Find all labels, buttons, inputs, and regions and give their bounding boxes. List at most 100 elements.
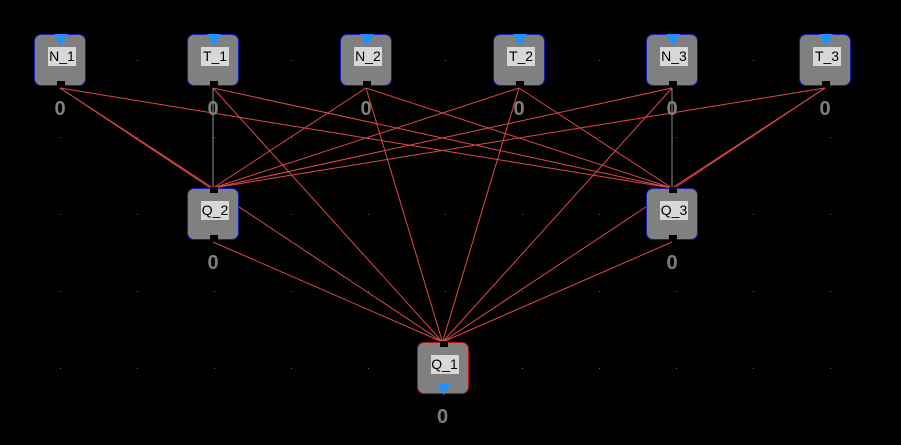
node-q-1[interactable]: Q_1 (416, 341, 469, 395)
marker-triangle-icon (436, 383, 451, 395)
node-q-3[interactable]: Q_3 (646, 187, 698, 241)
grid-dot (676, 368, 677, 369)
port[interactable] (439, 341, 448, 347)
node-n-1[interactable]: N_1 (34, 34, 86, 87)
edge-t_2-q_2[interactable] (212, 87, 520, 189)
node-n-2[interactable]: N_2 (340, 34, 392, 87)
marker-triangle-icon (819, 34, 833, 46)
edge-t_1-q_1[interactable] (212, 87, 443, 343)
grid-dot (214, 137, 215, 138)
marker-triangle-icon (360, 34, 374, 46)
port[interactable] (57, 81, 65, 87)
node-label: T_1 (201, 47, 229, 66)
edge-t_2-q_3[interactable] (518, 87, 673, 189)
marker-triangle-icon (54, 34, 68, 46)
node-label: N_1 (48, 47, 76, 66)
grid-dot (137, 368, 138, 369)
grid-dot (60, 214, 61, 215)
grid-dot (368, 291, 369, 292)
edge-t_3-q_1[interactable] (442, 87, 826, 343)
edge-n_2-q_2[interactable] (212, 87, 367, 189)
grid-dot (676, 137, 677, 138)
node-label: Q_3 (660, 201, 688, 220)
grid-dot (60, 291, 61, 292)
node-label: T_3 (813, 47, 841, 66)
marker-triangle-icon (513, 34, 527, 46)
grid-dot (60, 137, 61, 138)
grid-dot (137, 291, 138, 292)
grid-dot (291, 60, 292, 61)
grid-dot (830, 137, 831, 138)
port[interactable] (363, 81, 371, 87)
port[interactable] (210, 81, 218, 87)
port[interactable] (516, 81, 524, 87)
node-value: 0 (360, 98, 372, 120)
grid-dot (753, 291, 754, 292)
port[interactable] (669, 235, 677, 241)
node-label: Q_2 (201, 201, 229, 220)
edge-q_3-q_1[interactable] (442, 241, 673, 343)
node-t-3[interactable]: T_3 (799, 34, 851, 87)
node-value: 0 (513, 98, 525, 120)
grid-dot (214, 368, 215, 369)
grid-dot (291, 214, 292, 215)
grid-dot (599, 291, 600, 292)
edge-n_1-q_1[interactable] (59, 87, 443, 343)
grid-dot (60, 368, 61, 369)
node-value: 0 (436, 406, 449, 428)
marker-triangle-icon (666, 34, 680, 46)
grid-dot (599, 137, 600, 138)
grid-dot (522, 291, 523, 292)
node-label: T_2 (507, 47, 535, 66)
grid-dot (830, 214, 831, 215)
node-t-1[interactable]: T_1 (187, 34, 239, 87)
node-label: N_2 (354, 47, 382, 66)
grid-dot (599, 368, 600, 369)
port[interactable] (669, 81, 677, 87)
edge-t_3-q_2[interactable] (212, 87, 826, 189)
grid-dot (368, 214, 369, 215)
grid-dot (830, 291, 831, 292)
grid-dot (445, 291, 446, 292)
port[interactable] (210, 187, 218, 193)
grid-dot (137, 137, 138, 138)
node-value: 0 (819, 98, 831, 120)
grid-dot (753, 368, 754, 369)
grid-dot (522, 368, 523, 369)
grid-dot (214, 291, 215, 292)
grid-dot (291, 291, 292, 292)
grid-dot (368, 368, 369, 369)
edge-n_3-q_1[interactable] (442, 87, 673, 343)
port[interactable] (669, 187, 677, 193)
node-label: N_3 (660, 47, 688, 66)
node-value: 0 (207, 98, 219, 120)
port[interactable] (210, 235, 218, 241)
edge-q_2-q_1[interactable] (212, 241, 443, 343)
node-label: Q_1 (430, 355, 459, 374)
edge-n_3-q_2[interactable] (212, 87, 673, 189)
grid-dot (753, 60, 754, 61)
grid-dot (753, 137, 754, 138)
grid-dot (137, 60, 138, 61)
grid-dot (676, 291, 677, 292)
grid-dot (753, 214, 754, 215)
node-value: 0 (666, 98, 678, 120)
grid-dot (445, 60, 446, 61)
grid-dot (291, 368, 292, 369)
grid-dot (137, 214, 138, 215)
node-t-2[interactable]: T_2 (493, 34, 545, 87)
node-n-3[interactable]: N_3 (646, 34, 698, 87)
edge-n_2-q_1[interactable] (365, 87, 443, 343)
grid-dot (599, 60, 600, 61)
grid-dot (599, 214, 600, 215)
node-value: 0 (207, 252, 219, 274)
node-q-2[interactable]: Q_2 (187, 187, 239, 241)
marker-triangle-icon (207, 34, 221, 46)
port[interactable] (822, 81, 830, 87)
grid-dot (522, 214, 523, 215)
edge-t_2-q_1[interactable] (442, 87, 520, 343)
grid-dot (291, 137, 292, 138)
node-value: 0 (54, 98, 66, 120)
